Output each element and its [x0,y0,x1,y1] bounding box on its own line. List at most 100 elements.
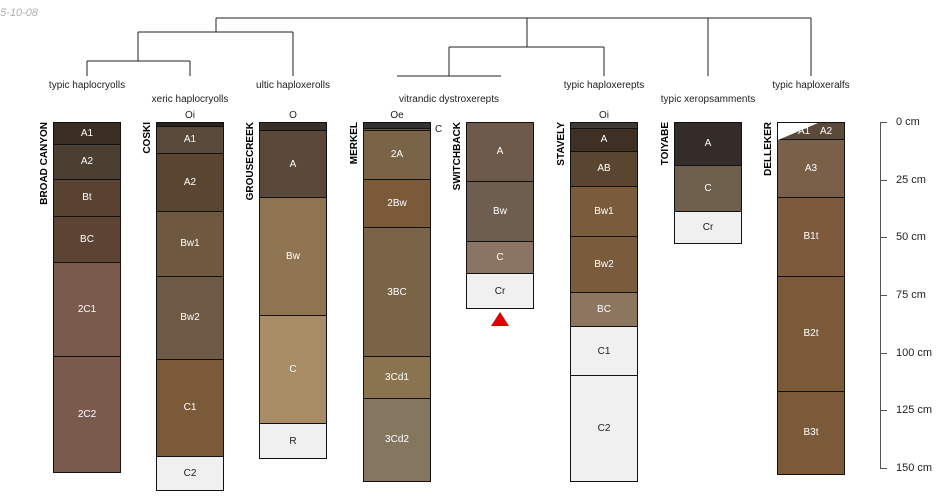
depth-tick-label: 100 cm [896,346,933,359]
horizon-label: A2 [183,177,197,189]
horizon: C [259,315,327,425]
horizon: Bw2 [156,276,224,360]
horizon-label: A1 [80,128,94,140]
horizon-label: Oi [185,110,195,121]
horizon: AB [570,151,638,187]
horizon: C2 [156,456,224,492]
taxon-label: ultic haploxerolls [256,80,330,91]
horizon-label: A1 [183,134,197,146]
horizon-label: C2 [183,467,197,479]
horizon: 3BC [363,228,431,358]
profile-name: MERKEL [349,122,360,165]
profile-name: TOIYABE [660,122,671,166]
depth-tick-label: 50 cm [896,231,926,244]
horizon: A3 [777,140,845,199]
horizon: B1t [777,198,845,277]
taxon-label: typic xeropsamments [660,94,756,105]
profile-name: STAVELY [556,122,567,166]
horizon-label: C [704,182,712,194]
horizon: Bw1 [156,211,224,277]
profile-name: DELLEKER [763,122,774,176]
horizon: Bw1 [570,186,638,238]
horizon: C1 [156,359,224,457]
horizon-label: BC [597,304,611,315]
horizon: O [259,110,327,132]
horizon: 2C1 [53,262,121,358]
horizon-label: A [600,134,608,146]
horizon: 2C2 [53,357,121,473]
profile-name: BROAD CANYON [39,122,50,205]
truncation-marker-icon [491,311,509,326]
horizon-label: A3 [804,163,818,175]
horizon: A [674,122,742,166]
taxon-label: vitrandic dystroxerepts [398,94,500,105]
horizon-label: BC [80,233,94,245]
horizon-label: 2Bw [387,197,407,209]
horizon-label: 2C1 [77,304,97,315]
horizon-label: Bw2 [180,312,200,324]
horizon: C [363,124,442,135]
profile-name: SWITCHBACK [452,122,463,191]
horizon-label: Bw [286,250,300,262]
horizon: BC [570,292,638,328]
taxon-label: xeric haplocryolls [151,94,229,105]
depth-tick [880,468,887,470]
horizon-label: O [289,110,297,121]
horizon-label: Oe [390,110,404,121]
horizon-label: A2 [80,156,94,168]
horizon: Bw [466,181,534,242]
depth-tick-label: 150 cm [896,462,933,475]
horizon: B2t [777,276,845,392]
horizon: C2 [570,375,638,482]
horizon-label: C [496,252,504,264]
depth-tick [880,410,887,412]
horizon: BC [53,216,121,263]
depth-tick [880,295,887,297]
horizon: A1 [53,122,121,146]
horizon-label: B3t [803,427,819,439]
profile-name: COSKI [142,122,153,154]
horizon: B3t [777,391,845,475]
horizon: C1 [570,327,638,376]
horizon: A [259,131,327,199]
horizon-label: 3Cd2 [385,434,409,446]
taxon-label: typic haploxeralfs [772,80,850,91]
date-label: 25-10-08 [0,7,39,19]
horizon-label: Cr [494,285,506,297]
horizon: Oi [156,110,224,127]
taxon-label: typic haploxerepts [563,80,645,91]
horizon: Bw2 [570,237,638,293]
horizon-label: C1 [597,345,611,357]
horizon-label: A2 [820,125,833,137]
horizon: A1 [156,126,224,155]
depth-tick-label: 75 cm [896,289,926,302]
horizon-label: Bw [493,205,507,217]
horizon: 2Bw [363,179,431,229]
horizon-label: A [704,138,712,150]
horizon-label: Bw2 [594,259,614,271]
depth-tick-label: 125 cm [896,404,933,417]
profile-name: GROUSECREEK [245,122,256,201]
horizon: Cr [674,211,742,245]
horizon: R [259,424,327,459]
horizon-label: C2 [597,422,611,434]
horizon: Cr [466,274,534,309]
horizon-label: Cr [702,222,714,234]
horizon-label: Bt [82,192,92,204]
horizon: A [570,128,638,152]
horizon: 2A [363,131,431,180]
horizon-label: Bw1 [180,238,200,250]
horizon-label: 2A [390,149,404,161]
horizon: Oe [363,110,431,129]
horizon-label: 3BC [387,286,407,298]
dendrogram [86,17,812,77]
horizon: 3Cd1 [363,357,431,399]
horizon-label: A1 [798,125,811,137]
horizon-label: AB [597,163,611,175]
horizon-label: B2t [803,328,819,340]
depth-tick-label: 0 cm [896,116,920,128]
taxon-label: typic haplocryolls [48,80,126,91]
horizon: A2 [53,145,121,180]
horizon: Bt [53,179,121,217]
horizon-label: C1 [183,402,197,414]
